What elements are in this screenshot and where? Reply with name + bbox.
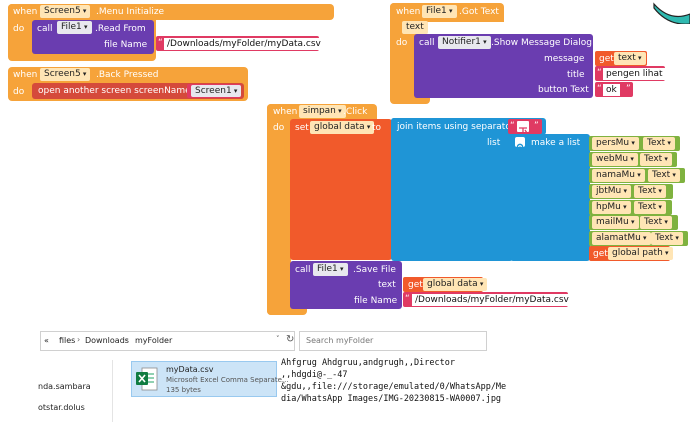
- property-dropdown[interactable]: Text: [651, 232, 683, 245]
- search-placeholder: Search myFolder: [306, 336, 374, 345]
- chevron-down-icon[interactable]: ˅: [276, 335, 280, 343]
- csv-line: &gdu,,file:///storage/emulated/0/WhatsAp…: [281, 382, 507, 392]
- join-block[interactable]: [391, 118, 513, 261]
- method-name: .Read From: [95, 24, 146, 34]
- make-list-block[interactable]: [510, 134, 590, 261]
- simpan-dropdown[interactable]: simpan: [299, 105, 346, 118]
- do-label: do: [273, 123, 285, 133]
- button-value[interactable]: ok: [603, 83, 620, 96]
- file-component-dropdown[interactable]: File1: [313, 263, 348, 276]
- file-component-dropdown[interactable]: File1: [57, 21, 92, 34]
- make-list-label: make a list: [531, 138, 581, 148]
- component-dropdown[interactable]: jbtMu: [592, 185, 631, 198]
- do-label: do: [396, 38, 408, 48]
- property-dropdown[interactable]: Text: [648, 169, 680, 182]
- component-dropdown[interactable]: mailMu: [592, 216, 639, 229]
- sidebar-item[interactable]: nda.sambara: [38, 382, 91, 391]
- search-input[interactable]: Search myFolder: [299, 331, 487, 351]
- call-label: call: [37, 24, 53, 34]
- component-dropdown[interactable]: webMu: [592, 153, 638, 166]
- title-value[interactable]: pengen lihat: [603, 67, 666, 80]
- file-name: myData.csv: [166, 365, 214, 374]
- decorative-shape-icon: [653, 2, 690, 24]
- notifier-dropdown[interactable]: Notifier1: [438, 36, 491, 49]
- screen-dropdown[interactable]: Screen5: [40, 68, 91, 81]
- get-label: get: [408, 280, 423, 290]
- global-var-dropdown[interactable]: global data: [310, 121, 375, 134]
- method-name: .Show Message Dialog: [491, 38, 592, 48]
- do-label: do: [13, 87, 25, 97]
- csv-line: Ahfgrug Ahdgruu,andgrugh,,Director: [281, 358, 455, 368]
- when-label: when: [273, 107, 298, 117]
- csv-line: dia/WhatsApp Images/IMG-20230815-WA0007.…: [281, 394, 502, 404]
- breadcrumb-overflow-icon[interactable]: «: [44, 336, 49, 345]
- global-path-dropdown[interactable]: global path: [608, 247, 673, 260]
- when-label: when: [13, 7, 38, 17]
- chevron-right-icon: ›: [77, 335, 81, 344]
- breadcrumb-item[interactable]: files: [59, 336, 76, 345]
- property-dropdown[interactable]: Text: [640, 216, 672, 229]
- save-path-value[interactable]: /Downloads/myFolder/myData.csv: [412, 293, 572, 306]
- when-label: when: [13, 70, 38, 80]
- event-name: .Click: [343, 107, 368, 117]
- property-dropdown[interactable]: Text: [643, 137, 675, 150]
- gear-icon[interactable]: [515, 137, 525, 151]
- screen-dropdown[interactable]: Screen5: [40, 5, 91, 18]
- event-name: .Back Pressed: [96, 70, 159, 80]
- get-label: get: [599, 54, 614, 64]
- component-dropdown[interactable]: namaMu: [592, 169, 645, 182]
- file-dropdown[interactable]: File1: [422, 5, 457, 18]
- breadcrumb[interactable]: « files › Downloads › myFolder: [40, 331, 295, 351]
- global-data-dropdown[interactable]: global data: [423, 278, 488, 291]
- set-global-block[interactable]: [290, 119, 392, 260]
- param-label: file Name: [104, 40, 148, 50]
- text-var-dropdown[interactable]: text: [614, 52, 646, 65]
- text-param[interactable]: text: [402, 21, 428, 34]
- file-tile[interactable]: myData.csv Microsoft Excel Comma Separat…: [131, 361, 289, 397]
- component-dropdown[interactable]: hpMu: [592, 201, 631, 214]
- call-label: call: [419, 38, 435, 48]
- property-dropdown[interactable]: Text: [634, 201, 666, 214]
- sidebar-divider: [112, 360, 113, 422]
- method-name: .Save File: [353, 265, 396, 275]
- text-label: text: [378, 280, 396, 290]
- component-dropdown[interactable]: alamatMu: [592, 232, 651, 245]
- button-text-label: button Text: [538, 85, 589, 95]
- open-screen-label: open another screen screenName: [38, 86, 191, 96]
- sidebar-item[interactable]: otstar.dolus: [38, 403, 85, 412]
- set-label: set: [295, 123, 309, 133]
- when-label: when: [396, 7, 421, 17]
- file-path-value[interactable]: /Downloads/myFolder/myData.csv: [164, 37, 324, 50]
- event-name: .Menu Initialize: [96, 7, 165, 17]
- list-label: list: [487, 138, 501, 148]
- excel-csv-icon: [135, 366, 159, 392]
- property-dropdown[interactable]: Text: [634, 185, 666, 198]
- file-type: Microsoft Excel Comma Separate...: [166, 376, 289, 384]
- csv-preview: Ahfgrug Ahdgruu,andgrugh,,Director ,,hdg…: [281, 357, 507, 407]
- title-label: title: [567, 70, 585, 80]
- call-label: call: [295, 265, 311, 275]
- event-name: .Got Text: [459, 7, 499, 17]
- refresh-icon[interactable]: ↻: [286, 334, 295, 345]
- message-label: message: [544, 54, 585, 64]
- breadcrumb-item[interactable]: myFolder: [135, 336, 173, 345]
- read-from-block[interactable]: [32, 20, 154, 54]
- csv-line: ,,hdgdi@-_-47: [281, 370, 348, 380]
- breadcrumb-item[interactable]: Downloads: [85, 336, 129, 345]
- property-dropdown[interactable]: Text: [640, 153, 672, 166]
- file-size: 135 bytes: [166, 386, 201, 394]
- chevron-right-icon: ›: [125, 335, 129, 344]
- screen-name-dropdown[interactable]: Screen1: [191, 84, 242, 97]
- join-label: join items using separator: [397, 122, 515, 132]
- component-dropdown[interactable]: persMu: [592, 137, 639, 150]
- get-label: get: [593, 249, 608, 259]
- to-label: to: [372, 123, 382, 133]
- file-name-label: file Name: [354, 296, 398, 306]
- do-label: do: [13, 24, 25, 34]
- tab-char-icon: [517, 121, 529, 134]
